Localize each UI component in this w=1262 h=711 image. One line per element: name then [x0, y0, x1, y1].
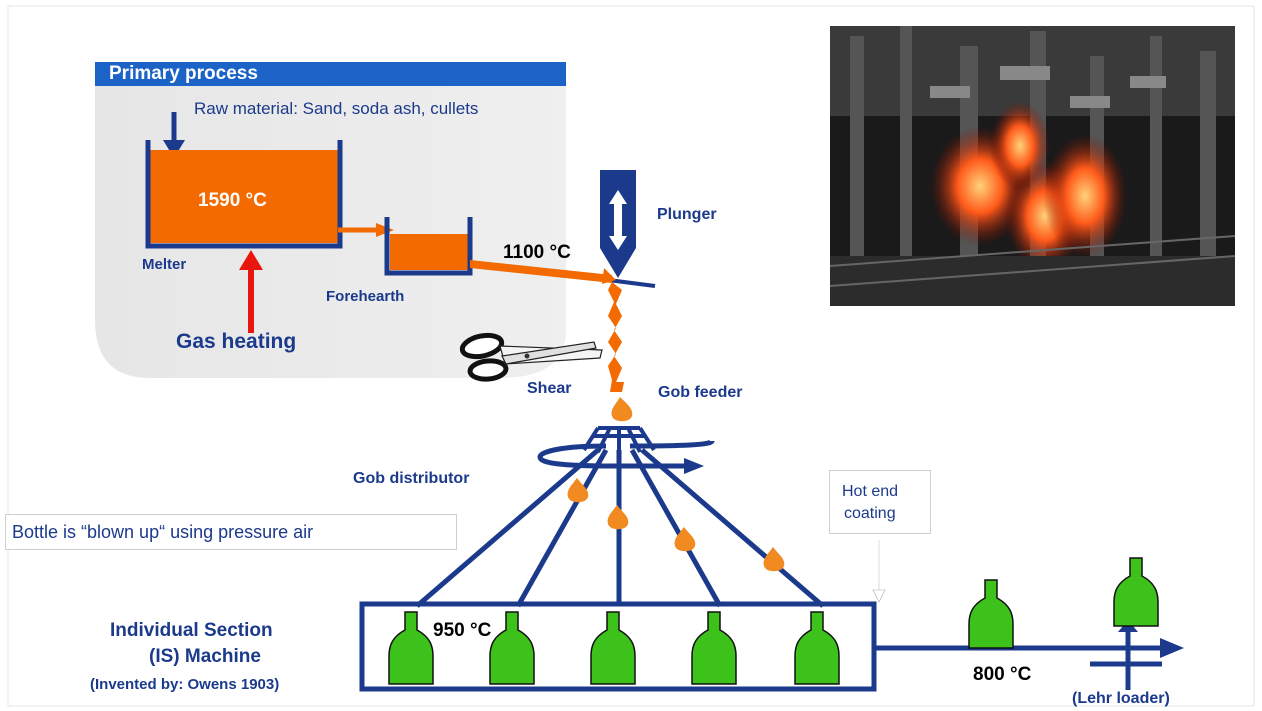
forehearth-walls [384, 217, 473, 276]
melter-temperature: 1590 °C [198, 190, 267, 211]
raw-material-label: Raw material: Sand, soda ash, cullets [194, 99, 479, 118]
hot-end-coating-line1: Hot end [842, 483, 899, 500]
is-machine-title-line2: (IS) Machine [149, 646, 261, 667]
glass-flow-channel [470, 260, 612, 283]
hot-end-coating-line2: coating [844, 505, 896, 522]
melter-walls [145, 140, 343, 249]
distributor-rotation-arrow [537, 443, 686, 469]
is-machine-photo [830, 26, 1235, 306]
forehearth-tank [390, 234, 468, 270]
slide-border [7, 5, 1255, 707]
melter-label: Melter [142, 256, 187, 273]
forehearth-label: Forehearth [326, 288, 405, 305]
pressure-air-note-box: Bottle is “blown up“ using pressure air [5, 514, 457, 550]
shear-label: Shear [527, 380, 572, 397]
is-machine-temperature: 950 °C [433, 620, 492, 641]
gas-heating-arrow-head [239, 250, 263, 270]
plunger-double-arrow-icon [609, 190, 627, 250]
hot-end-coating-box: Hot end coating [829, 470, 931, 534]
hot-end-coating-arrow-head [872, 589, 886, 603]
lehr-loader-label: (Lehr loader) [1072, 690, 1170, 707]
gob-feeder-label: Gob feeder [658, 384, 743, 401]
is-machine-bottles [388, 611, 840, 685]
is-machine-title-line1: Individual Section [110, 620, 273, 641]
conveyor-arrowhead [1160, 638, 1184, 658]
glass-flow-arrowhead [602, 268, 616, 284]
feeder-temperature: 1100 °C [503, 242, 571, 263]
pressure-air-note: Bottle is “blown up“ using pressure air [12, 522, 314, 542]
lehr-temperature: 800 °C [973, 664, 1032, 685]
gas-heating-label: Gas heating [176, 330, 297, 353]
gob-distributor-label: Gob distributor [353, 470, 470, 487]
is-machine-inventor: (Invented by: Owens 1903) [90, 676, 280, 693]
shear-scissors-icon [459, 332, 603, 382]
primary-process-title: Primary process [95, 62, 566, 86]
gobs-in-troughs [567, 478, 785, 572]
is-machine-photo-art [830, 26, 1235, 306]
distributor-rotation-back [629, 438, 715, 449]
conveyor-bottle [968, 579, 1014, 649]
lehr-loader-bottle [1113, 557, 1159, 627]
melter-tank [150, 150, 338, 243]
plunger-label: Plunger [657, 206, 717, 223]
distributor-rotation-arrowhead [684, 458, 704, 474]
gob-drop [611, 397, 633, 422]
raw-material-arrow-head [163, 140, 185, 158]
gob-feeder-stream [608, 282, 624, 392]
